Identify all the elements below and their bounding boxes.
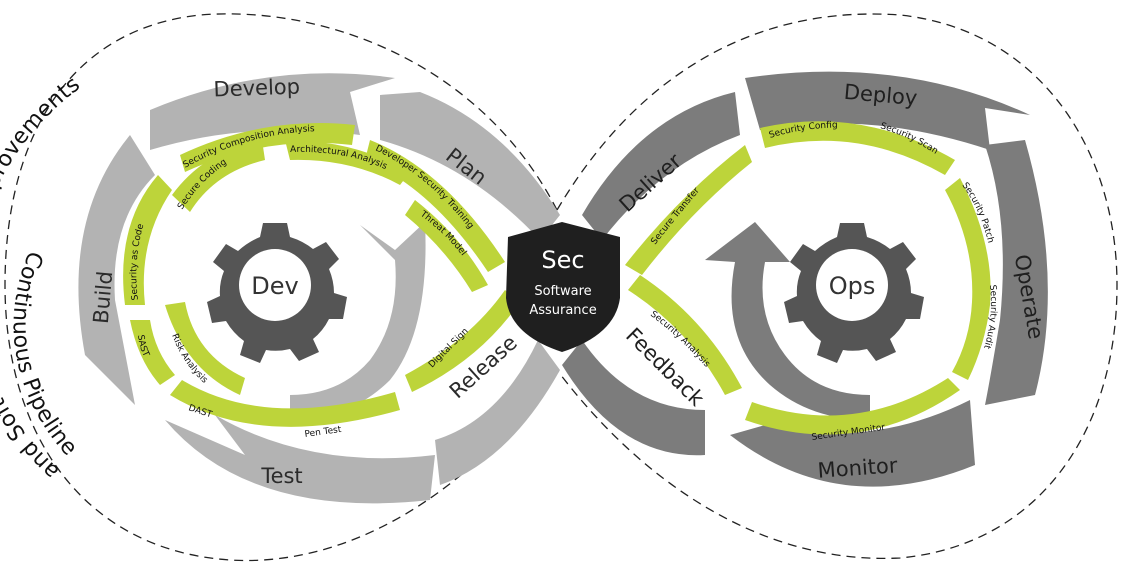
ops-inner-arrow [705,222,870,420]
feedback-segment [562,340,705,456]
shield-line-1: Software [534,284,591,299]
practice-secure-transfer: Secure Transfer [650,186,703,247]
shield-line-2: Assurance [529,303,596,318]
build-segment [78,135,155,405]
stage-test: Test [260,464,302,488]
test-segment [165,415,435,504]
ops-practice-bands [625,121,991,435]
outer-dashed-outline [4,13,1118,562]
release-segment [435,340,560,485]
dev-loop-segments [78,73,560,504]
monitor-segment [730,400,975,487]
shield-title: Sec [541,246,584,274]
ops-gear-label: Ops [829,272,876,300]
dev-gear: Dev [207,223,347,363]
dev-practice-bands [123,123,520,427]
stage-monitor: Monitor [817,453,899,483]
ops-gear: Ops [784,223,924,363]
stage-develop: Develop [213,75,300,102]
plan-segment [380,92,560,240]
dev-gear-label: Dev [251,272,298,300]
ops-loop-segments [562,71,1048,487]
operate-segment [985,140,1048,405]
svg-text:Secure Transfer: Secure Transfer [650,186,703,247]
dev-inner-arrow [290,222,426,420]
practice-pen-test: Pen Test [304,425,342,440]
deploy-segment [745,71,1030,150]
deliver-segment [582,92,740,240]
center-shield: Sec Software Assurance [506,222,620,352]
outer-captions: and Software Assurance Improvements Cont… [0,72,85,484]
stage-build: Build [89,270,118,325]
